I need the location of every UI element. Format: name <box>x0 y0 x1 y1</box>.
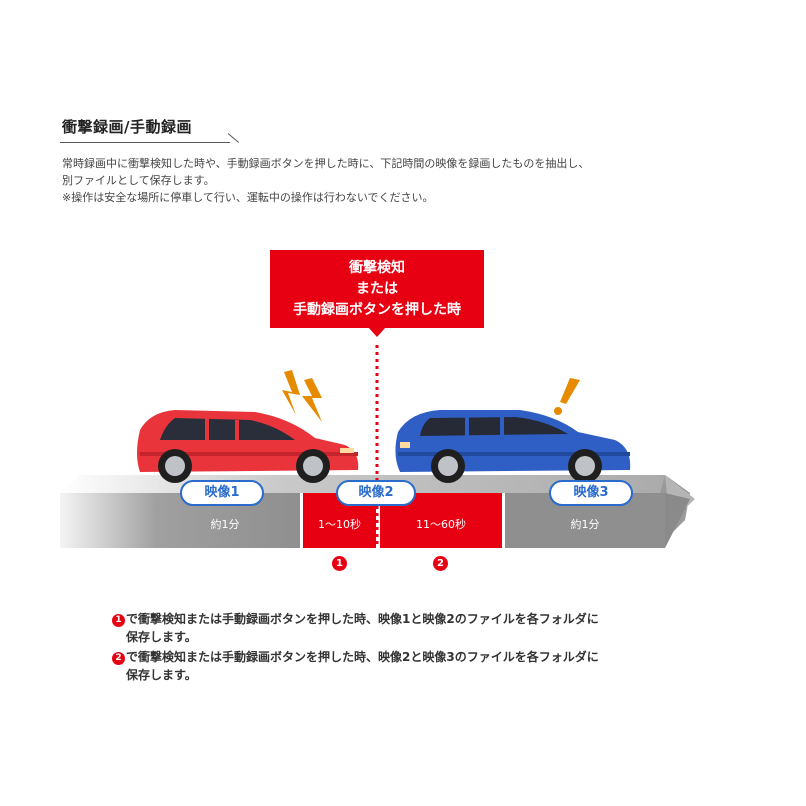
description-line-3: ※操作は安全な場所に停車して行い、運転中の操作は行わないでください。 <box>62 191 434 204</box>
note-1-text: で衝撃検知または手動録画ボタンを押した時、映像1と映像2のファイルを各フォルダに <box>126 612 599 626</box>
note-1-number: 1 <box>112 614 125 627</box>
callout-pointer <box>368 327 386 337</box>
note-2-text: で衝撃検知または手動録画ボタンを押した時、映像2と映像3のファイルを各フォルダに <box>126 650 599 664</box>
clip-label-video3: 映像3 <box>549 480 633 506</box>
blue-car <box>395 410 631 483</box>
exclamation-icon <box>554 378 580 415</box>
marker-1: 1 <box>332 556 347 571</box>
title-underline <box>60 142 230 143</box>
description-line-1: 常時録画中に衝撃検知した時や、手動録画ボタンを押した時に、下記時間の映像を録画し… <box>62 157 590 170</box>
lightning-icon <box>282 370 322 422</box>
duration-video1: 約1分 <box>210 518 240 531</box>
callout-line-2: または <box>356 280 398 297</box>
marker-2: 2 <box>433 556 448 571</box>
duration-video3: 約1分 <box>570 518 600 531</box>
callout-line-3: 手動録画ボタンを押した時 <box>293 301 461 318</box>
description-line-2: 別ファイルとして保存します。 <box>62 174 215 187</box>
duration-after: 11〜60秒 <box>416 518 466 531</box>
duration-before: 1〜10秒 <box>318 518 361 531</box>
note-1-line-2: 保存します。 <box>126 630 197 644</box>
clip-label-video2: 映像2 <box>336 480 416 506</box>
section-title: 衝撃録画/手動録画 <box>62 118 192 136</box>
trigger-callout: 衝撃検知 または 手動録画ボタンを押した時 <box>270 250 484 328</box>
clip-label-video1: 映像1 <box>180 480 264 506</box>
callout-line-1: 衝撃検知 <box>349 259 405 276</box>
note-2-line-2: 保存します。 <box>126 668 197 682</box>
red-car <box>137 410 359 483</box>
note-2-number: 2 <box>112 652 125 665</box>
